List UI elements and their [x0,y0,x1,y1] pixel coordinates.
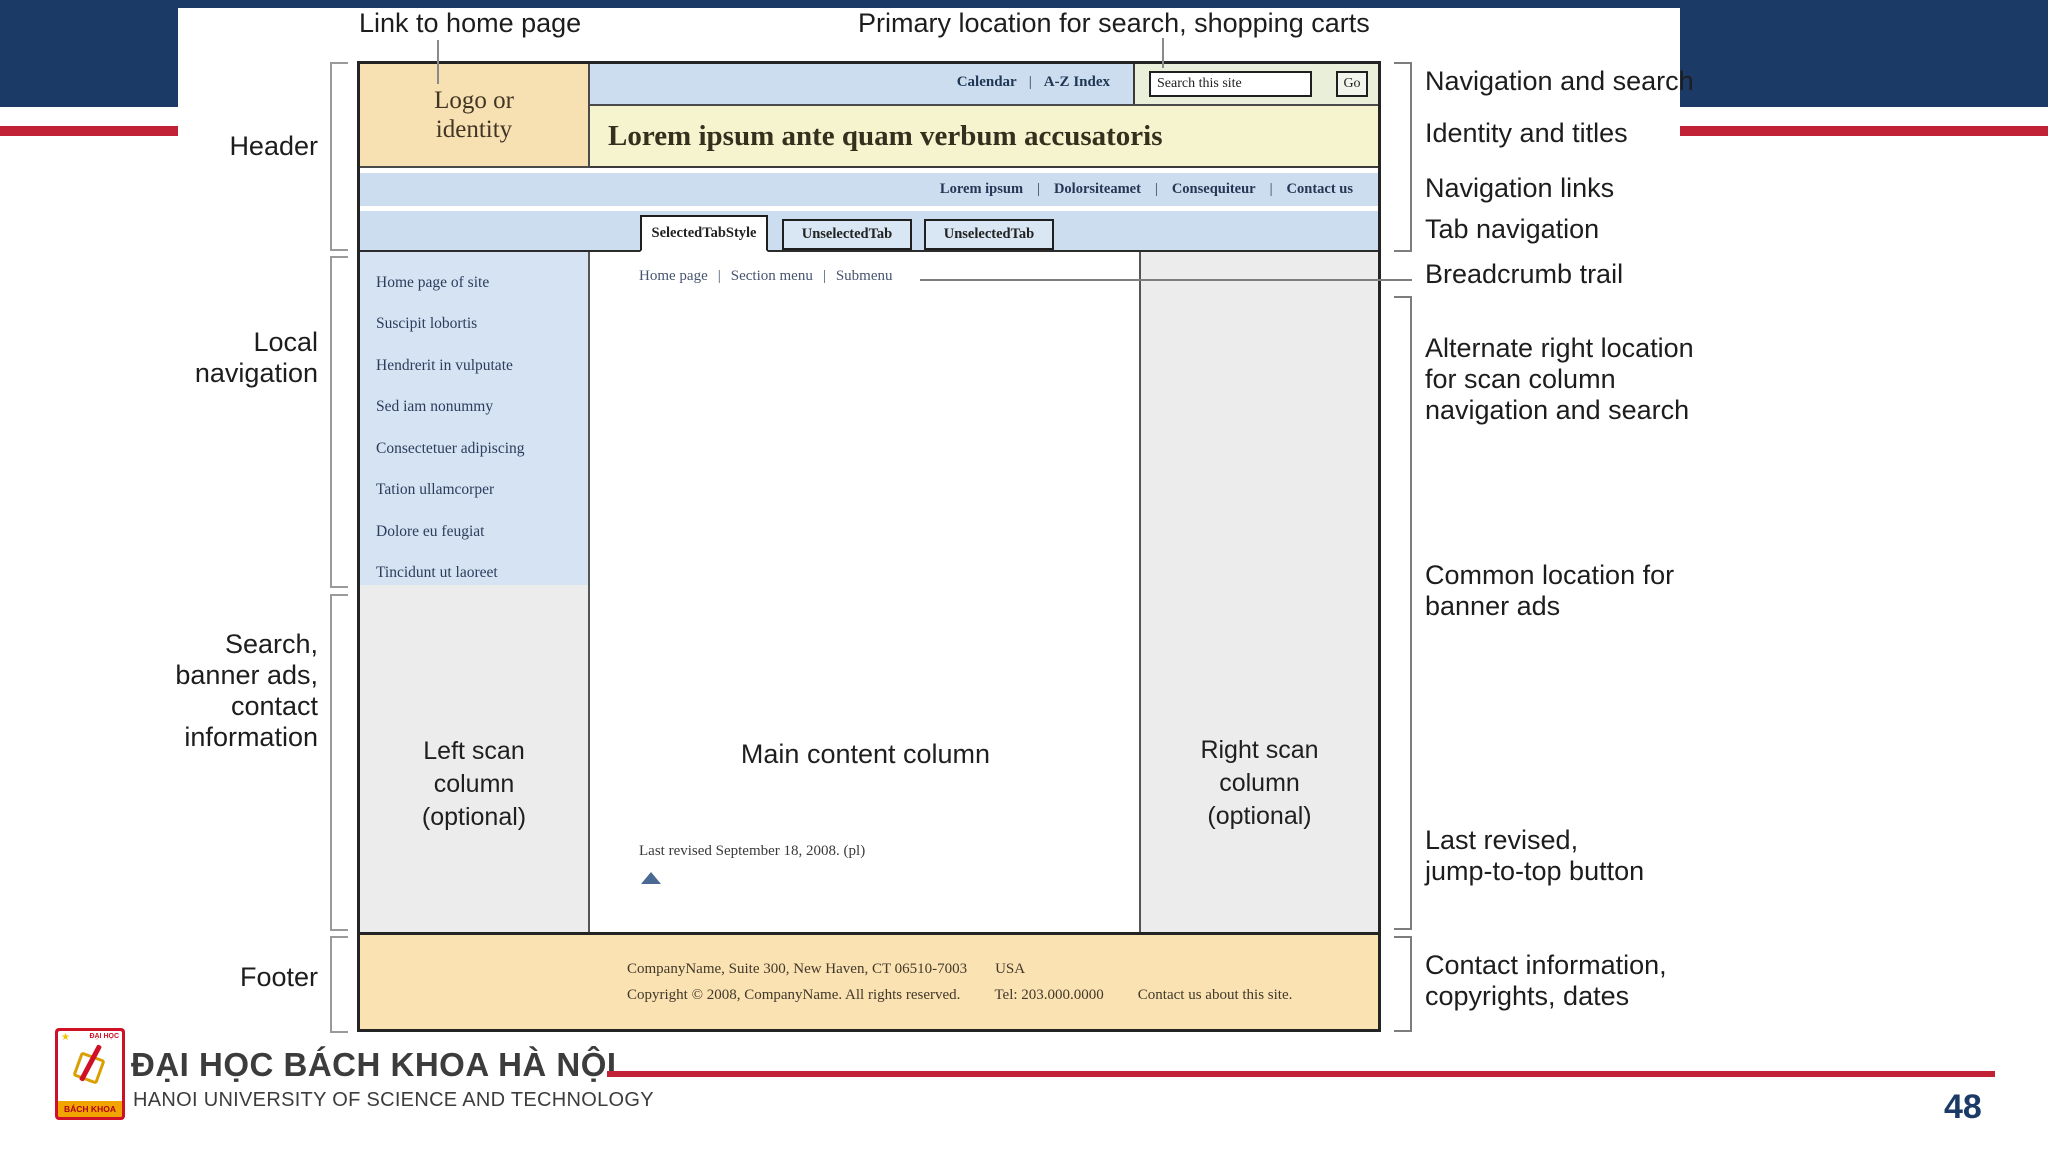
sidebar-item[interactable]: Tincidunt ut laoreet [376,564,498,582]
callout-line-home [437,40,439,84]
callout-line-breadcrumb [920,279,1412,281]
left-scan-column: Left scan column (optional) [360,585,590,932]
callout-link-home: Link to home page [359,8,582,38]
sidebar-item[interactable]: Sed iam nonummy [376,398,494,416]
local-navigation-panel: Home page of site Suscipit lobortis Hend… [360,252,590,585]
callout-line-search [1162,38,1164,68]
bottom-red-line [607,1071,1995,1077]
navigation-links-bar: Lorem ipsum | Dolorsiteamet | Consequiteur | C… [360,173,1378,206]
bracket-local-navigation [330,256,348,588]
footer-copyright: Copyright © 2008, CompanyName. All right… [627,987,961,1003]
sidebar-item[interactable]: Consectetuer adipiscing [376,439,525,457]
sidebar-item-home[interactable]: Home page of site [376,273,490,291]
label-last-revised: Last revised, jump-to-top button [1425,825,1645,886]
main-content-column-label: Main content column [740,739,991,769]
label-header: Header [229,131,318,161]
left-scan-column-label: Left scan column (optional) [421,737,527,831]
bracket-navigation-search [1394,62,1412,252]
sidebar-item[interactable]: Dolore eu feugiat [376,522,485,540]
footer-contact-link[interactable]: Contact us about this site. [1137,987,1293,1003]
separator: | [822,268,826,284]
breadcrumb: Home page | Section menu | Submenu [639,268,893,285]
search-go-button[interactable]: Go [1336,71,1368,97]
label-footer: Footer [239,962,318,992]
label-contact-information: Contact information, copyrights, dates [1425,950,1667,1011]
bracket-search-banner [330,594,348,931]
label-alternate-right-location: Alternate right location for scan column… [1425,333,1694,425]
label-local-navigation: Local navigation [194,327,318,388]
university-logo: ★ ĐẠI HỌC BÁCH KHOA [55,1028,125,1120]
callout-primary-search: Primary location for search, shopping ca… [858,8,1370,38]
bracket-header [330,62,348,251]
separator: | [1037,181,1040,197]
nav-link[interactable]: Lorem ipsum [939,181,1024,197]
sidebar-item[interactable]: Suscipit lobortis [376,315,478,333]
label-search-banner-contact: Search, banner ads, contact information [175,629,318,752]
footer-telephone: Tel: 203.000.0000 [994,987,1104,1003]
nav-link[interactable]: Consequiteur [1171,181,1256,197]
label-navigation-links: Navigation links [1425,173,1615,203]
university-name-en: HANOI UNIVERSITY OF SCIENCE AND TECHNOLO… [133,1089,654,1111]
footer-country: USA [995,961,1026,977]
tab-selected[interactable]: SelectedTabStyle [640,215,768,252]
separator: | [1269,181,1273,197]
search-input[interactable] [1149,71,1312,97]
logo-top-text: ĐẠI HỌC [89,1033,119,1040]
search-panel: Go [1133,64,1378,104]
logo-band-text: BÁCH KHOA [58,1101,122,1117]
main-content-column: Home page | Section menu | Submenu Main cont… [592,252,1139,932]
separator: | [717,268,721,284]
university-logo-inner: ★ ĐẠI HỌC BÁCH KHOA [58,1031,122,1117]
top-right-navy-block [1680,0,2048,107]
bracket-footer [330,936,348,1033]
university-name-vi: ĐẠI HỌC BÁCH KHOA HÀ NỘI [131,1046,617,1083]
site-title: Lorem ipsum ante quam verbum accusatoris [590,106,1378,168]
logo-identity-box[interactable]: Logo or identity [360,64,590,168]
separator: | [1154,181,1158,197]
label-navigation-and-search: Navigation and search [1425,66,1694,96]
top-right-red-bar [1680,126,2048,136]
label-identity-and-titles: Identity and titles [1425,118,1628,148]
utility-bar: Calendar | A-Z Index Go [590,64,1378,106]
last-revised-text: Last revised September 18, 2008. (pl) [639,843,866,859]
top-navy-strip [0,0,2048,8]
label-banner-ads: Common location for banner ads [1425,560,1675,621]
top-left-navy-block [0,0,178,107]
sidebar-item[interactable]: Tation ullamcorper [376,481,495,499]
footer-legal-line: Copyright © 2008, CompanyName. All right… [627,987,1292,1004]
bracket-contact-info [1394,936,1412,1032]
tab-navigation-bar: SelectedTabStyle UnselectedTab Unselecte… [360,211,1378,252]
webpage-wireframe: Logo or identity Calendar | A-Z Index Go L… [357,61,1381,1032]
star-icon: ★ [61,1032,70,1043]
footer-address: CompanyName, Suite 300, New Haven, CT 06… [627,961,968,977]
right-scan-column: Right scan column (optional) [1139,252,1378,932]
breadcrumb-section[interactable]: Section menu [730,268,813,284]
breadcrumb-home[interactable]: Home page [639,268,708,284]
breadcrumb-submenu[interactable]: Submenu [835,268,893,284]
page-number: 48 [1944,1088,1982,1126]
utility-links: Calendar | A-Z Index [957,74,1110,91]
separator: | [1028,74,1032,90]
sidebar-item[interactable]: Hendrerit in vulputate [376,356,513,374]
calendar-link[interactable]: Calendar [956,74,1017,90]
az-index-link[interactable]: A-Z Index [1043,74,1110,90]
nav-link[interactable]: Dolorsiteamet [1053,181,1141,197]
label-breadcrumb-trail: Breadcrumb trail [1425,259,1624,289]
tab-unselected[interactable]: UnselectedTab [782,219,912,250]
wireframe-footer: CompanyName, Suite 300, New Haven, CT 06… [360,932,1378,1029]
label-tab-navigation: Tab navigation [1425,214,1600,244]
tab-unselected[interactable]: UnselectedTab [924,219,1054,250]
footer-address-line: CompanyName, Suite 300, New Haven, CT 06… [627,961,1025,978]
top-left-red-bar [0,126,178,136]
jump-to-top-icon[interactable] [641,872,661,884]
right-scan-column-label: Right scan column (optional) [1200,736,1319,830]
bracket-right-content [1394,296,1412,930]
nav-link[interactable]: Contact us [1286,181,1353,197]
